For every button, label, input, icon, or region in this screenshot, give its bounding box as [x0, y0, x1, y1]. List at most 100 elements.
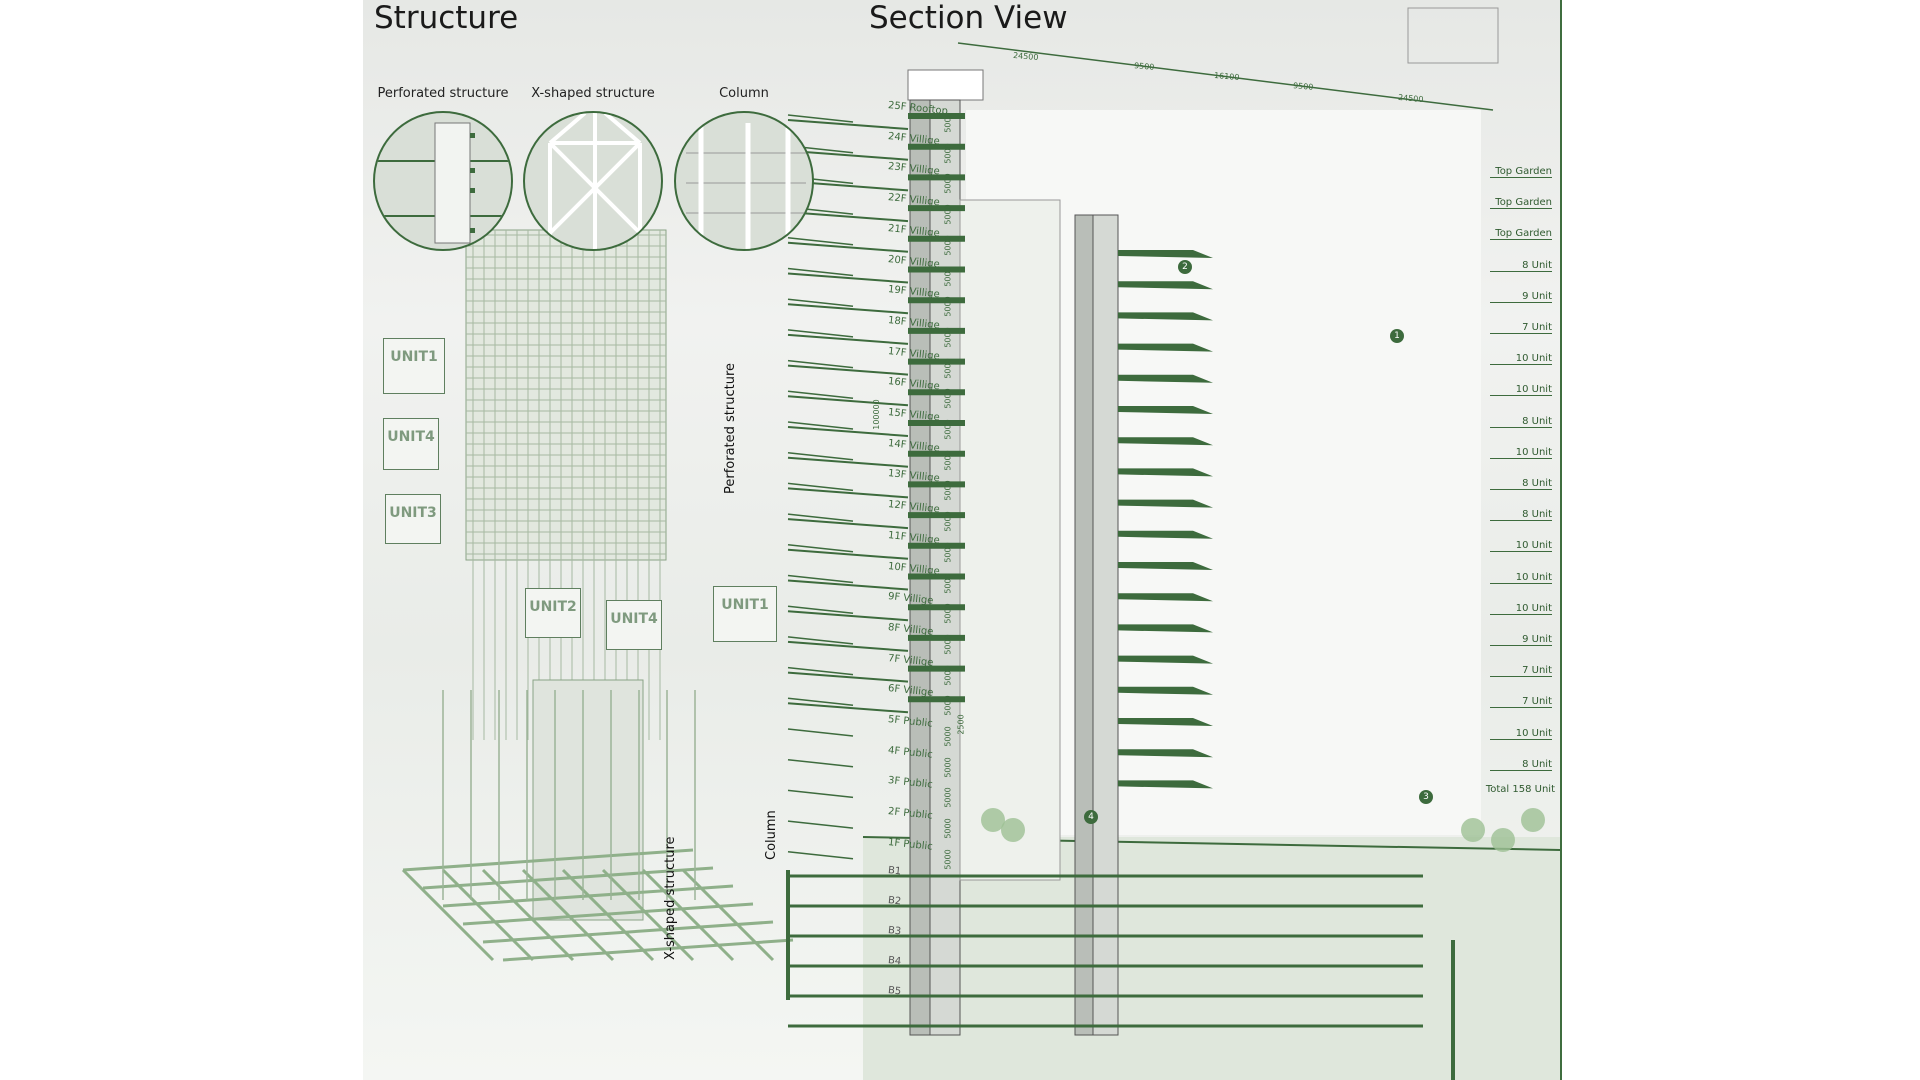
slab-right — [1118, 718, 1213, 726]
slab-left — [908, 327, 965, 334]
tree — [1461, 818, 1485, 842]
detail-label-perforated: Perforated structure — [377, 86, 509, 101]
column-detail-circle — [674, 111, 814, 251]
slab-right — [1118, 499, 1213, 508]
floor-height-dim: 5000 — [943, 296, 953, 317]
floor-leader — [787, 359, 854, 369]
floor-height-dim: 5000 — [943, 542, 953, 563]
unit-count-label: 10 Unit — [1490, 572, 1552, 584]
floor-leader — [787, 513, 854, 522]
floor-leader-line — [787, 671, 909, 683]
basement-label: B4 — [887, 955, 902, 968]
tree — [1001, 818, 1025, 842]
slab-right — [1118, 749, 1213, 758]
floor-leader-line — [787, 119, 909, 130]
floor-height-dim: 5000 — [943, 726, 953, 747]
unit-count-label: Top Garden — [1490, 197, 1552, 210]
unit2-module: UNIT2 — [525, 588, 581, 638]
floor-leader-line — [787, 426, 909, 437]
slab-left — [908, 512, 965, 519]
unit1-module: UNIT1 — [383, 338, 445, 394]
floor-height-dim: 5000 — [943, 511, 953, 532]
floor-height-dim: 5000 — [943, 357, 953, 379]
slab-left — [908, 297, 965, 304]
basement-label: B2 — [887, 895, 902, 908]
slab-right — [1118, 468, 1213, 477]
foundation-beam — [481, 868, 575, 962]
unit-count-label: 8 Unit — [1490, 759, 1552, 771]
slab-left — [908, 389, 965, 396]
slab-right — [1118, 312, 1213, 321]
floor-height-dim: 5000 — [943, 204, 953, 225]
dim-9500-left: 9500 — [1133, 61, 1155, 72]
floor-height-dim: 5000 — [943, 757, 953, 778]
unit1-module-bottom: UNIT1 — [713, 586, 777, 642]
roof-top — [907, 69, 984, 101]
section-view-title: Section View — [869, 0, 1068, 36]
dimension-line — [957, 42, 1494, 111]
foundation-beam — [601, 868, 695, 962]
structure-title: Structure — [374, 0, 519, 36]
slab-right — [1118, 655, 1213, 664]
label-column: Column — [764, 810, 779, 860]
core-right — [1074, 214, 1094, 1036]
floor-height-dim: 5000 — [943, 327, 953, 348]
unit-count-label: 10 Unit — [1490, 540, 1552, 553]
marker-3: 3 — [1419, 790, 1433, 804]
marker-2: 2 — [1178, 260, 1192, 274]
slab-left — [908, 113, 965, 119]
foundation-beam — [502, 938, 794, 962]
floor-leader — [787, 636, 854, 645]
slab-right — [1118, 530, 1213, 539]
total-units-label: Total 158 Unit — [1485, 784, 1555, 795]
tree — [1491, 828, 1515, 852]
unit-count-label: 8 Unit — [1490, 260, 1552, 272]
slab-right — [1118, 281, 1213, 290]
foundation-beam — [462, 902, 754, 926]
floor-leader-line — [787, 702, 909, 714]
slab-right — [1118, 437, 1213, 446]
slab-right — [1118, 343, 1213, 352]
floor-height-dim: 5000 — [943, 173, 953, 195]
floor-leader — [787, 544, 854, 553]
unit-count-label: 10 Unit — [1490, 603, 1552, 615]
tree — [1521, 808, 1545, 832]
unit-count-label: 8 Unit — [1490, 509, 1552, 522]
floor-leader-line — [787, 518, 909, 530]
dim-public-height: 2500 — [956, 714, 966, 735]
slab-left — [908, 573, 965, 580]
floor-leader — [787, 605, 854, 614]
floor-leader-line — [787, 610, 909, 622]
floor-leader-line — [787, 241, 909, 253]
marker-1: 1 — [1390, 329, 1404, 343]
floor-leader — [787, 728, 854, 737]
floor-leader — [787, 114, 854, 123]
unit-count-label: 9 Unit — [1490, 291, 1552, 303]
core-right-shaft — [1092, 214, 1119, 1036]
slab-left — [908, 358, 965, 365]
foundation-beam — [521, 868, 615, 962]
floor-height-dim: 5000 — [943, 818, 953, 839]
floor-height-dim: 5000 — [943, 235, 953, 256]
floor-leader — [787, 851, 854, 860]
floor-height-dim: 5000 — [943, 388, 953, 409]
dim-9500-right: 9500 — [1292, 81, 1314, 92]
floor-leader-line — [787, 211, 909, 223]
floor-leader-line — [787, 272, 909, 284]
slab-left — [908, 665, 965, 672]
unit-count-label: Top Garden — [1490, 166, 1552, 178]
floor-height-dim: 5000 — [943, 787, 953, 809]
unit-count-label: 10 Unit — [1490, 447, 1552, 459]
floor-height-dim: 5000 — [943, 143, 953, 164]
core-left-shaft — [929, 99, 961, 1036]
floor-leader-line — [787, 303, 909, 315]
floor-height-dim: 5000 — [943, 112, 953, 133]
slab-right — [1118, 624, 1213, 633]
slab-left — [908, 604, 965, 611]
basement-label: B3 — [887, 925, 902, 938]
foundation-beam — [442, 884, 734, 908]
label-x-shaped-structure: X-shaped structure — [663, 836, 678, 960]
floor-height-dim: 5000 — [943, 480, 953, 502]
floor-leader — [787, 329, 854, 338]
x-shaped-detail-circle — [523, 111, 663, 251]
